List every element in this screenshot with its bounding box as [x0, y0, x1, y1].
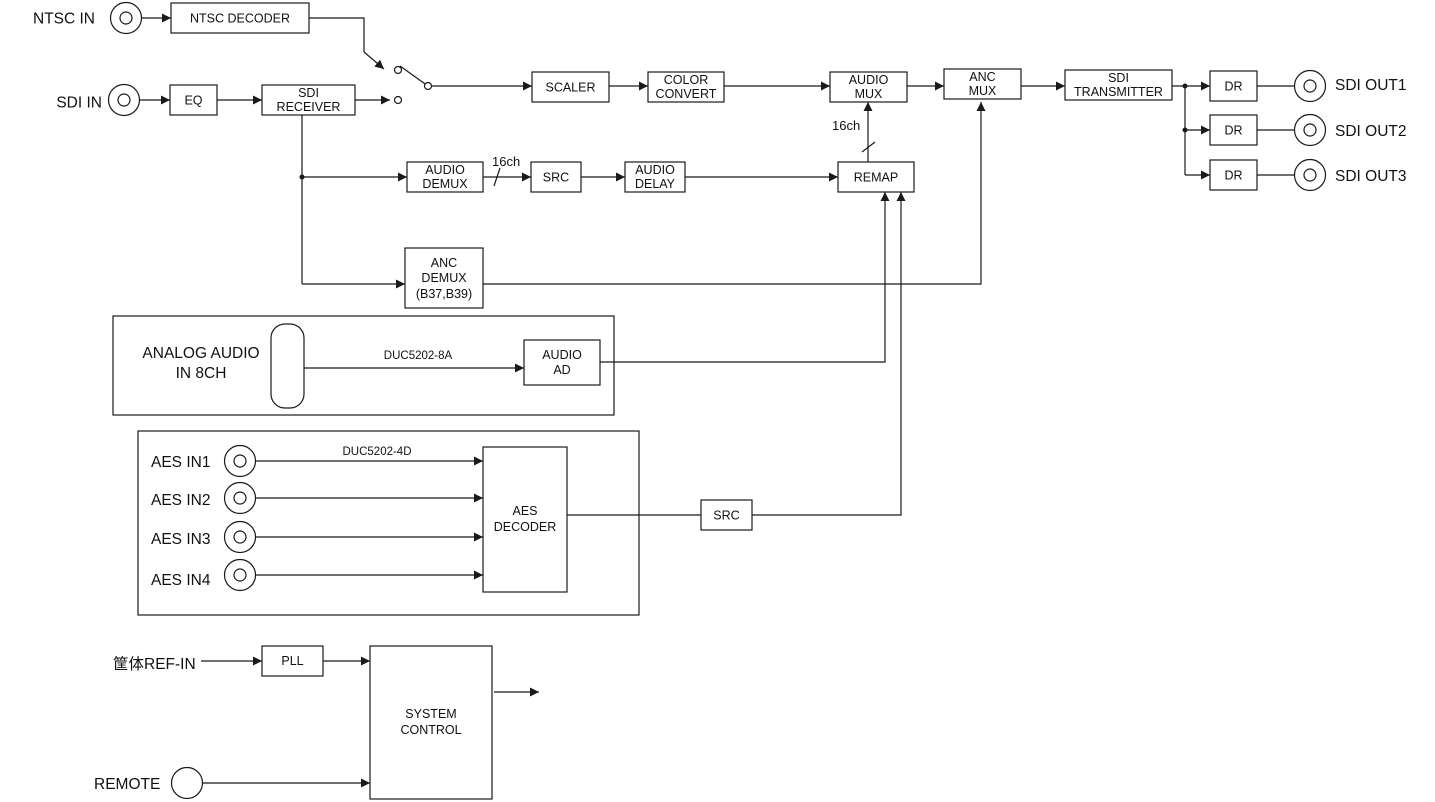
- sdi-receiver-block: SDI RECEIVER: [261, 84, 356, 116]
- analog-audio-label-line1: ANALOG AUDIO: [142, 345, 259, 362]
- scaler-label: SCALER: [545, 81, 595, 95]
- audio-ad-label-line1: AUDIO: [542, 348, 582, 362]
- audio-ad-block: AUDIO AD: [523, 339, 601, 386]
- bnc-connector-sdi-out2: [1293, 113, 1327, 147]
- anc-mux-block: ANC MUX: [943, 68, 1022, 100]
- dr-block-3: DR: [1209, 159, 1258, 191]
- audio-delay-block: AUDIO DELAY: [624, 161, 686, 193]
- audio-delay-label-line2: DELAY: [635, 177, 676, 191]
- eq-block: EQ: [169, 84, 218, 116]
- audio-demux-label-line1: AUDIO: [425, 163, 465, 177]
- channel-count-demux: 16ch: [492, 154, 520, 169]
- aes-decoder-label-line2: DECODER: [494, 520, 557, 534]
- sdi-transmitter-block: SDI TRANSMITTER: [1064, 69, 1173, 101]
- anc-demux-label-line3: (B37,B39): [416, 287, 472, 301]
- junction-dot: [1182, 127, 1188, 133]
- bnc-connector-aes-in3: [223, 520, 257, 554]
- aes-input-frame: [137, 430, 640, 616]
- sdi-out2-label: SDI OUT2: [1335, 123, 1406, 140]
- ntsc-decoder-block: NTSC DECODER: [170, 2, 310, 34]
- dr-label-3: DR: [1224, 169, 1242, 183]
- switch-common: [423, 81, 433, 91]
- ref-in-label: 筐体REF-IN: [113, 655, 196, 673]
- sdi-receiver-label-line2: RECEIVER: [277, 100, 341, 114]
- remap-block: REMAP: [837, 161, 915, 193]
- analog-audio-label-line2: IN 8CH: [176, 365, 227, 382]
- ntsc-in-label: NTSC IN: [33, 11, 95, 28]
- pll-block: PLL: [261, 645, 324, 677]
- aes-decoder-block: AES DECODER: [482, 446, 568, 593]
- bnc-connector-aes-in2: [223, 481, 257, 515]
- sdi-out3-label: SDI OUT3: [1335, 168, 1406, 185]
- ntsc-decoder-label: NTSC DECODER: [190, 12, 290, 26]
- channel-count-remap: 16ch: [832, 118, 860, 133]
- dr-label-2: DR: [1224, 124, 1242, 138]
- dr-block-2: DR: [1209, 114, 1258, 146]
- src-label-1: SRC: [543, 171, 569, 185]
- scaler-block: SCALER: [531, 71, 610, 103]
- dr-block-1: DR: [1209, 70, 1258, 102]
- anc-demux-label-line1: ANC: [431, 256, 457, 270]
- anc-demux-label-line2: DEMUX: [421, 271, 467, 285]
- bnc-connector-aes-in1: [223, 444, 257, 478]
- junction-dot: [299, 174, 305, 180]
- system-control-label-line2: CONTROL: [400, 723, 461, 737]
- anc-demux-block: ANC DEMUX (B37,B39): [404, 247, 484, 309]
- aes-decoder-label-line1: AES: [512, 504, 537, 518]
- audio-mux-label-line2: MUX: [855, 87, 883, 101]
- system-control-label-line1: SYSTEM: [405, 707, 456, 721]
- junction-dot: [1182, 83, 1188, 89]
- anc-mux-label-line2: MUX: [969, 84, 997, 98]
- remap-label: REMAP: [854, 171, 898, 185]
- aes-in1-label: AES IN1: [151, 454, 210, 471]
- sdi-receiver-label-line1: SDI: [298, 86, 319, 100]
- aes-in4-label: AES IN4: [151, 572, 211, 589]
- anc-mux-label-line1: ANC: [969, 70, 995, 84]
- audio-demux-block: AUDIO DEMUX: [406, 161, 484, 193]
- audio-mux-block: AUDIO MUX: [829, 71, 908, 103]
- sdi-transmitter-label-line2: TRANSMITTER: [1074, 85, 1163, 99]
- pll-label: PLL: [281, 654, 303, 668]
- duc-4d-label: DUC5202-4D: [342, 446, 411, 458]
- src-block-2: SRC: [700, 499, 753, 531]
- color-convert-label-line1: COLOR: [664, 73, 708, 87]
- system-control-block: SYSTEM CONTROL: [369, 645, 493, 800]
- remote-label: REMOTE: [94, 776, 160, 793]
- remote-connector: [170, 766, 204, 800]
- audio-demux-label-line2: DEMUX: [422, 177, 468, 191]
- duc-8a-label: DUC5202-8A: [384, 350, 453, 362]
- signal-lines: [140, 13, 1296, 788]
- aes-in2-label: AES IN2: [151, 492, 210, 509]
- dr-label-1: DR: [1224, 80, 1242, 94]
- bnc-connector-sdi-out3: [1293, 158, 1327, 192]
- color-convert-label-line2: CONVERT: [656, 87, 717, 101]
- eq-label: EQ: [184, 94, 202, 108]
- audio-mux-label-line1: AUDIO: [849, 73, 889, 87]
- analog-audio-connector: [270, 323, 305, 409]
- color-convert-block: COLOR CONVERT: [647, 71, 725, 103]
- bnc-connector-sdi-in: [107, 83, 141, 117]
- bnc-connector-sdi-out1: [1293, 69, 1327, 103]
- src-label-2: SRC: [713, 509, 739, 523]
- audio-ad-label-line2: AD: [553, 363, 570, 377]
- sdi-transmitter-label-line1: SDI: [1108, 71, 1129, 85]
- aes-in3-label: AES IN3: [151, 531, 210, 548]
- bnc-connector-ntsc-in: [109, 1, 143, 35]
- switch-contact-ntsc: [393, 65, 403, 75]
- sdi-in-label: SDI IN: [56, 95, 102, 112]
- switch-contact-sdi: [393, 95, 403, 105]
- sdi-out1-label: SDI OUT1: [1335, 77, 1406, 94]
- analog-audio-frame: [112, 315, 615, 416]
- src-block-1: SRC: [530, 161, 582, 193]
- audio-delay-label-line1: AUDIO: [635, 163, 675, 177]
- bnc-connector-aes-in4: [223, 558, 257, 592]
